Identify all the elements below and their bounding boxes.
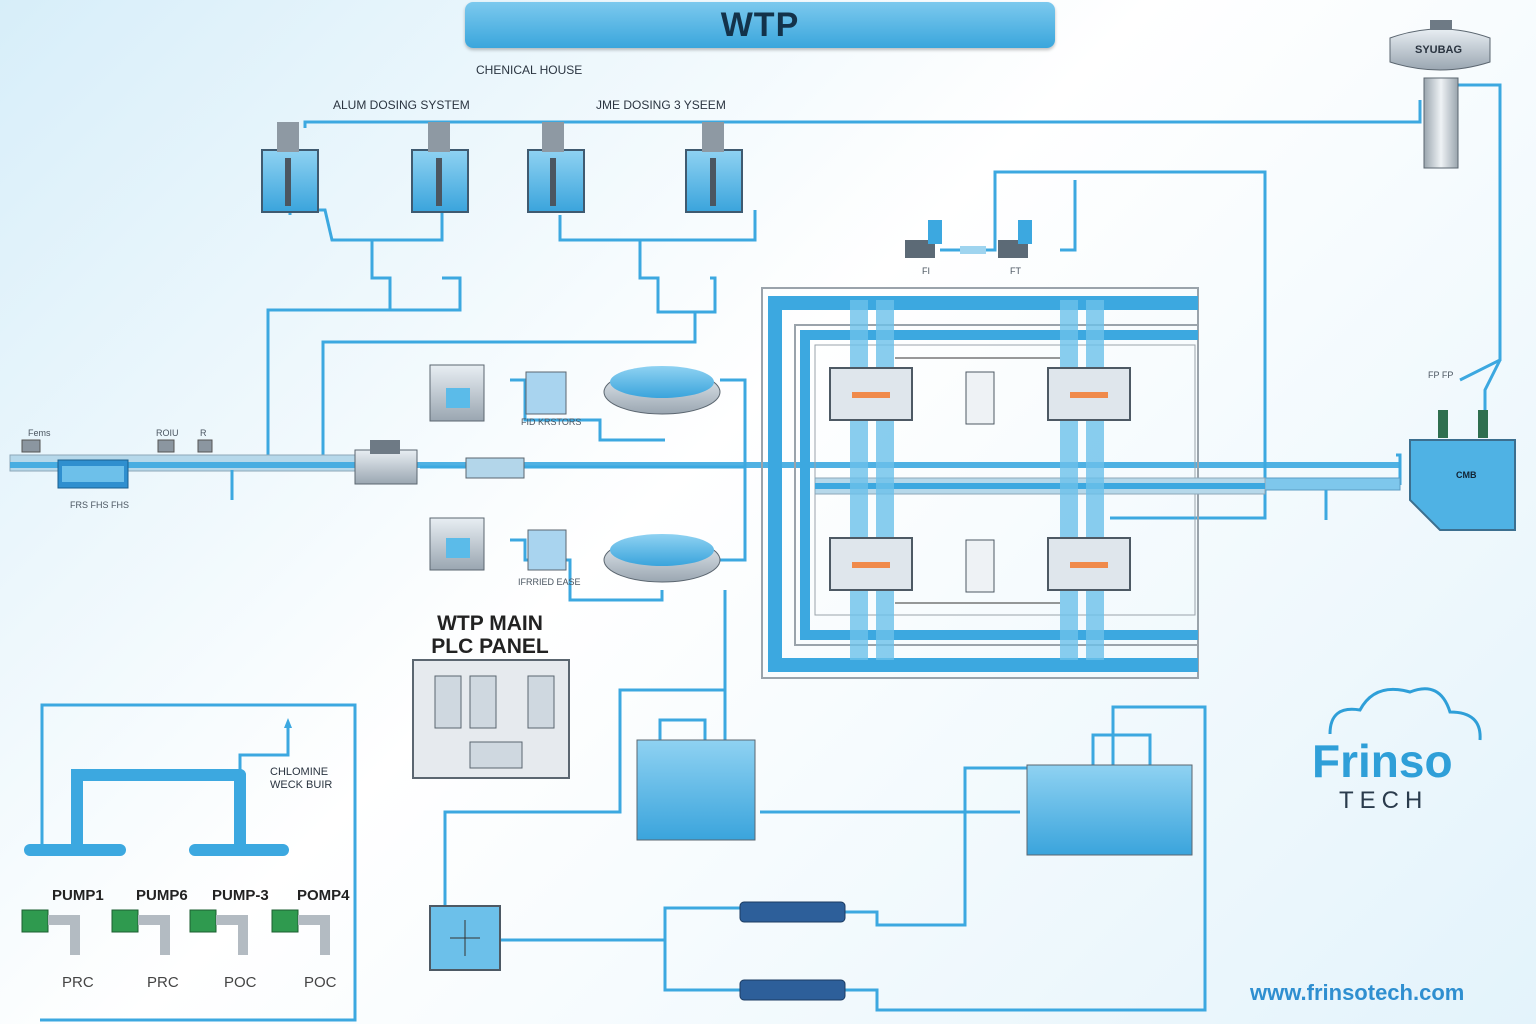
- clear-water-reservoir: [1409, 410, 1516, 531]
- ft1-label: FI: [922, 266, 930, 276]
- brand-url[interactable]: www.frinsotech.com: [1250, 980, 1465, 1005]
- intake-label-2: ROIU: [156, 428, 179, 438]
- plc-panel-cabinet: [412, 659, 570, 779]
- chlorine-line1: CHLOMINE: [270, 766, 329, 778]
- clarifiers: [603, 366, 721, 583]
- high-lift-pumps: [739, 901, 846, 1001]
- channel-label: FRS FHS FHS: [70, 500, 130, 510]
- flash-mixers: [429, 364, 567, 571]
- intake-channel: [9, 454, 1401, 520]
- cwr-label: CMB: [1456, 470, 1477, 480]
- ft2-label: FT: [1010, 266, 1021, 276]
- chlorine-label: CHLOMINE WECK BUIR: [270, 766, 332, 792]
- plc-title-line2: PLC PANEL: [431, 635, 549, 658]
- filter-units: [829, 357, 1131, 604]
- filter-building: [761, 287, 1266, 679]
- chlorine-pump-manifold: [24, 769, 289, 856]
- page-title: WTP: [720, 5, 800, 44]
- pump-1-label: PUMP1: [52, 887, 104, 904]
- elevated-tank: [1389, 20, 1491, 169]
- chlorine-pumps: [21, 909, 330, 955]
- vent-arrow: [284, 718, 292, 728]
- mixers-label: FID KRSTORS: [521, 417, 582, 427]
- chlorine-line2: WECK BUIR: [270, 779, 333, 791]
- pump-3-label: PUMP-3: [212, 887, 269, 904]
- cloud-logo: [1328, 687, 1482, 741]
- intake-label: Fems: [28, 428, 51, 438]
- pump-4-label: POMP4: [297, 887, 350, 904]
- valve-pair-label: FP FP: [1428, 370, 1454, 380]
- brand-sub: TECH: [1339, 787, 1429, 814]
- filtered-label: IFRRIED EASE: [518, 577, 581, 587]
- channel-instruments: [21, 439, 213, 453]
- lime-system-label: JME DOSING 3 YSEEM: [596, 98, 726, 112]
- pump-2-label: PUMP6: [136, 887, 188, 904]
- title-banner: WTP: [465, 2, 1055, 48]
- pump-2-sub: PRC: [147, 974, 179, 991]
- inlet-chamber: [354, 440, 525, 485]
- plc-panel-title: WTP MAIN PLC PANEL: [415, 612, 565, 658]
- lime-dosing-tanks: [527, 122, 743, 213]
- flow-transmitters: [905, 220, 1032, 258]
- tank-tag: SYUBAG: [1415, 44, 1463, 56]
- intake-label-3: R: [200, 428, 207, 438]
- brand-name: Frinso: [1312, 735, 1453, 787]
- alum-dosing-tanks: [261, 122, 469, 213]
- plc-title-line1: WTP MAIN: [437, 612, 543, 635]
- pump-1-sub: PRC: [62, 974, 94, 991]
- alum-system-label: ALUM DOSING SYSTEM: [333, 98, 470, 112]
- chemical-house-label: CHENICAL HOUSE: [476, 63, 583, 77]
- sump-basin: [429, 739, 1193, 971]
- pump-3-sub: POC: [224, 974, 257, 991]
- pump-4-sub: POC: [304, 974, 337, 991]
